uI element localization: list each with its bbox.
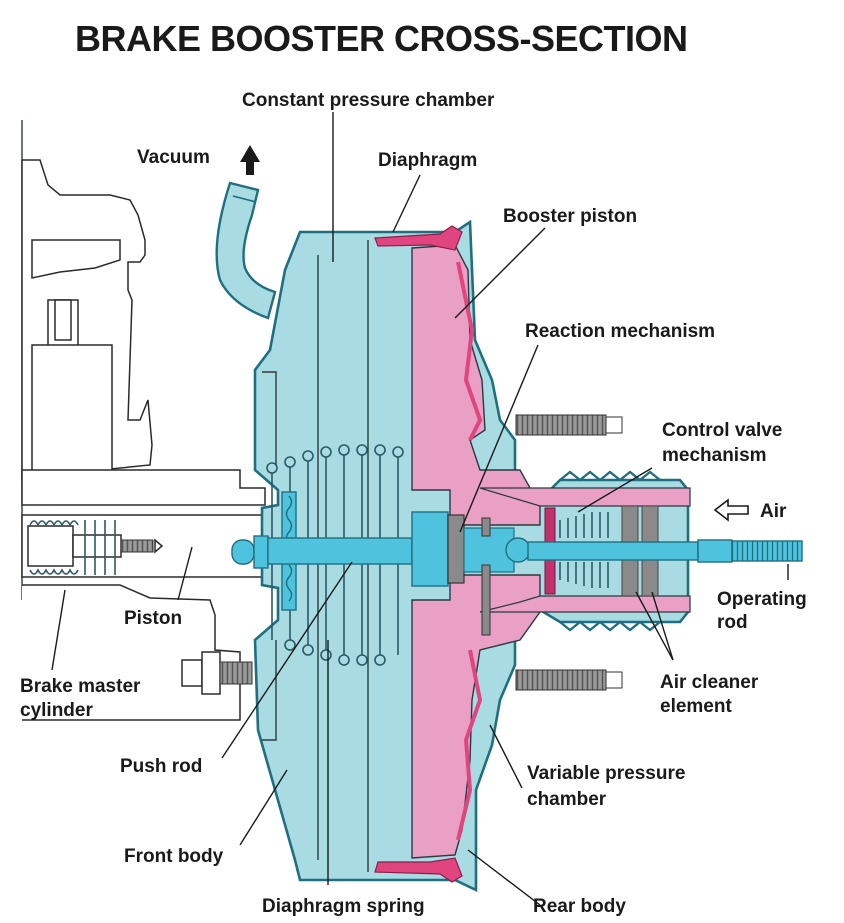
booster-piston bbox=[411, 244, 691, 859]
label-piston: Piston bbox=[124, 608, 182, 629]
label-diaphragm-spring: Diaphragm spring bbox=[262, 896, 425, 917]
label-booster-piston: Booster piston bbox=[503, 206, 637, 227]
rear-stud-top bbox=[515, 414, 607, 436]
air-arrow-icon bbox=[713, 498, 749, 522]
label-operating-rod-line2: rod bbox=[717, 612, 748, 633]
label-constant-pressure-chamber: Constant pressure chamber bbox=[242, 90, 495, 111]
label-variable-pressure-line1: Variable pressure bbox=[527, 763, 685, 784]
label-control-valve-line2: mechanism bbox=[662, 445, 767, 466]
leader-lines bbox=[51, 112, 789, 906]
label-brake-master-line1: Brake master bbox=[20, 676, 141, 697]
rear-stud-top-tip bbox=[605, 416, 623, 434]
label-air: Air bbox=[760, 501, 787, 522]
label-vacuum: Vacuum bbox=[137, 147, 210, 168]
vacuum-arrow-icon bbox=[240, 145, 260, 175]
label-operating-rod-line1: Operating bbox=[717, 589, 807, 610]
vacuum-port bbox=[215, 181, 277, 320]
diaphragm bbox=[374, 225, 483, 883]
label-front-body: Front body bbox=[124, 846, 224, 867]
rear-stud-bottom bbox=[515, 669, 607, 691]
label-reaction-mechanism: Reaction mechanism bbox=[525, 321, 715, 342]
label-rear-body: Rear body bbox=[533, 896, 626, 917]
rear-stud-bottom-tip bbox=[605, 671, 623, 689]
label-control-valve-line1: Control valve bbox=[662, 420, 782, 441]
label-diaphragm: Diaphragm bbox=[378, 150, 477, 171]
label-air-cleaner-line2: element bbox=[660, 696, 732, 717]
label-air-cleaner-line1: Air cleaner bbox=[660, 672, 759, 693]
control-valve bbox=[505, 470, 803, 632]
diagram-title: BRAKE BOOSTER CROSS-SECTION bbox=[75, 18, 688, 59]
label-push-rod: Push rod bbox=[120, 756, 202, 777]
label-variable-pressure-line2: chamber bbox=[527, 789, 607, 810]
label-brake-master-line2: cylinder bbox=[20, 700, 93, 721]
push-rod bbox=[231, 511, 515, 636]
